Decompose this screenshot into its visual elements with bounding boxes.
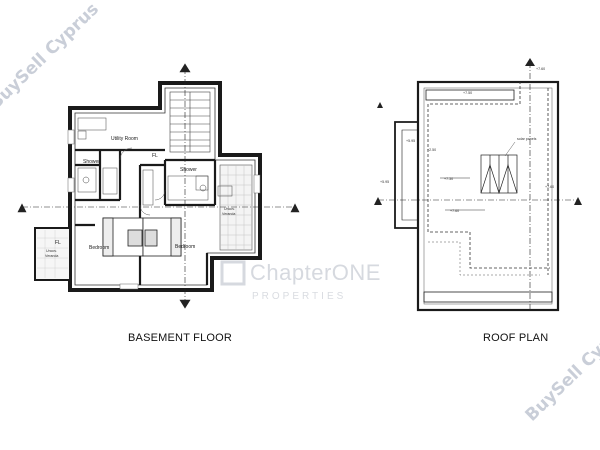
basement-section-lines (22, 68, 295, 300)
basement-fixtures (77, 117, 233, 206)
roof-outer-outline (416, 80, 560, 312)
roof-level-3: +5.95 (406, 139, 415, 143)
roof-level-4: +2.50 (427, 148, 436, 152)
veranda-left-label-2: Veranda (45, 254, 58, 258)
veranda-right-label-1: Uncov. (224, 207, 235, 211)
bedroom-right-label: Bedroom (175, 244, 195, 250)
veranda-left-label-1: Uncov. (46, 249, 57, 253)
shower-right-label: Shower (180, 167, 197, 173)
roof-top-parapet (425, 89, 515, 101)
basement-floor-plan: Utility Room Shower Shower Bedroom Bedro… (17, 63, 300, 344)
basement-inner-wall-line (74, 87, 256, 286)
floor-level-mark-1: FL (152, 153, 158, 159)
roof-plan: solar panels +7.50 +7.60 +5.95 +2.50 +7.… (374, 58, 582, 344)
bed-right (142, 217, 182, 257)
roof-plan-title: ROOF PLAN (483, 332, 548, 344)
buysell-watermark-top: BuySell Cyprus (0, 0, 103, 114)
basement-section-markers (17, 63, 300, 309)
basement-outer-wall (68, 81, 262, 292)
staircase (169, 91, 211, 153)
roof-level-6: +5.95 (380, 180, 389, 184)
roof-slope-arrows (440, 177, 485, 211)
solar-panels (480, 154, 518, 195)
roof-level-7: +7.60 (450, 209, 459, 213)
roof-inner-outline (423, 87, 553, 305)
utility-room-label: Utility Room (111, 136, 138, 142)
roof-level-2: +7.60 (536, 67, 545, 71)
bedroom-left-label: Bedroom (89, 245, 109, 251)
solar-panels-label: solar panels (517, 137, 537, 141)
chapterone-watermark: ChapterONE PROPERTIES (220, 260, 381, 302)
chapterone-watermark-text: ChapterONE (250, 260, 381, 285)
floor-level-mark-2: FL (55, 240, 61, 246)
roof-level-1: +7.50 (463, 91, 472, 95)
roof-level-5: +7.30 (444, 177, 453, 181)
chapterone-watermark-subtext: PROPERTIES (252, 291, 346, 302)
veranda-right-label-2: Veranda (222, 212, 235, 216)
roof-dashed-outlines-2 (428, 241, 540, 276)
roof-dashed-outlines (427, 82, 550, 275)
chapterone-logo-mark (220, 260, 246, 286)
roof-section-lines (378, 62, 578, 310)
veranda-right (219, 164, 253, 251)
basement-windows (67, 129, 261, 290)
veranda-left (34, 227, 71, 281)
basement-interior-walls (75, 148, 217, 285)
basement-floor-title: BASEMENT FLOOR (128, 332, 232, 344)
solar-leader-line (504, 141, 516, 157)
roof-section-markers (374, 58, 582, 205)
roof-left-extension (394, 121, 418, 229)
basement-doors (119, 147, 166, 216)
roof-bottom-parapet (423, 291, 553, 303)
roof-level-8: +7.60 (545, 185, 554, 189)
shower-left-label: Shower (83, 159, 100, 165)
buysell-watermark-bottom: BuySell Cyprus (522, 311, 600, 425)
